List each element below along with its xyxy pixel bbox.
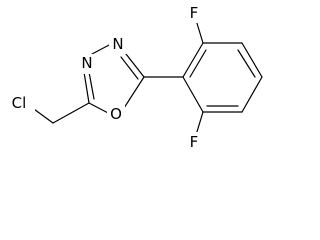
bond-c5-n4 — [83, 71, 90, 104]
bond-n3-c2 — [125, 53, 145, 78]
bond-ph-1-2 — [182, 42, 204, 78]
bond-layer — [26, 19, 263, 136]
bond-ph-f-top — [195, 19, 204, 44]
bond-ph-3-4 — [241, 42, 263, 78]
bond-o1-c5 — [88, 102, 111, 115]
bond-ch2-c5 — [52, 102, 90, 124]
bond-ph-inner-b — [237, 49, 256, 78]
bond-n4-n3 — [91, 43, 112, 55]
bond-c5-n4-double — [88, 71, 95, 100]
bond-ph-6-1 — [182, 76, 204, 113]
bond-ph-inner-a — [189, 49, 207, 78]
atom-label-f-bottom: F — [190, 133, 199, 151]
bond-n3-c2-double — [120, 56, 139, 80]
atom-label-f-top: F — [190, 4, 199, 22]
molecule-structure-diagram: Cl N N O F F — [5, 3, 263, 152]
bond-ph-4-5 — [241, 76, 263, 113]
atom-label-o1: O — [110, 105, 122, 123]
bond-ph-f-bottom — [195, 111, 204, 136]
atom-label-cl: Cl — [12, 94, 27, 112]
bond-c2-o1 — [123, 76, 145, 109]
atom-label-layer: Cl N N O F F — [5, 3, 203, 152]
atom-label-n4: N — [81, 54, 92, 72]
atom-label-n3: N — [112, 35, 123, 53]
